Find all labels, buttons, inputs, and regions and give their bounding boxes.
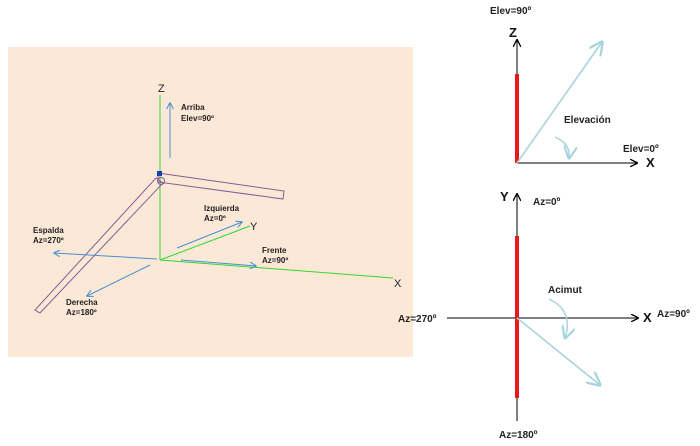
izquierda-vector <box>176 222 242 249</box>
az-90-label: Az=90º <box>657 309 690 320</box>
azimuth-diagram: Y Az=0º X Az=90º Az=270º Az=180º Acimut <box>398 189 690 441</box>
izquierda-value: Az=0º <box>204 214 226 223</box>
derecha-value: Az=180º <box>66 308 97 317</box>
z-axis-label: Z <box>158 83 165 95</box>
az-180-label: Az=180º <box>499 430 538 441</box>
panel-background <box>8 47 413 357</box>
az-0-label: Az=0º <box>533 197 561 208</box>
az-x-label: X <box>643 310 652 325</box>
frente-label: Frente <box>262 246 287 255</box>
y-axis-label: Y <box>250 221 258 233</box>
espalda-vector <box>54 253 158 260</box>
x-axis-line <box>159 259 394 279</box>
az-y-label: Y <box>500 189 509 204</box>
derecha-vector <box>87 264 151 296</box>
izquierda-label: Izquierda <box>204 204 240 213</box>
y-axis-line <box>159 225 251 261</box>
elev-direction-vector <box>516 42 602 164</box>
elevacion-label: Elevación <box>564 115 611 126</box>
origin-marker <box>157 171 162 176</box>
joint-circle <box>157 177 165 185</box>
x-axis-label: X <box>394 278 402 290</box>
elev-x-label: X <box>646 155 655 170</box>
derecha-label: Derecha <box>66 298 98 307</box>
arriba-value: Elev=90º <box>181 114 214 123</box>
elev-z-label: Z <box>509 25 517 40</box>
az-angle-arc <box>548 298 567 338</box>
arriba-label: Arriba <box>181 103 205 112</box>
side-arm-shape <box>34 177 164 314</box>
elevation-diagram: Elev=90º Z X Elevación Elev=0º <box>490 6 659 170</box>
az-270-label: Az=270º <box>398 314 437 325</box>
acimut-label: Acimut <box>548 285 583 296</box>
az-direction-vector <box>516 317 600 385</box>
elev-angle-arc <box>554 136 569 158</box>
espalda-label: Espalda <box>33 226 64 235</box>
frente-value: Az=90º <box>262 256 288 265</box>
three-d-view: Z Y X Arriba Elev=90º Izquierda Az=0º Es… <box>8 47 413 357</box>
frente-vector <box>180 259 256 266</box>
espalda-value: Az=270º <box>33 236 64 245</box>
elev-90-label: Elev=90º <box>490 6 532 17</box>
elev-0-label: Elev=0º <box>623 144 659 155</box>
